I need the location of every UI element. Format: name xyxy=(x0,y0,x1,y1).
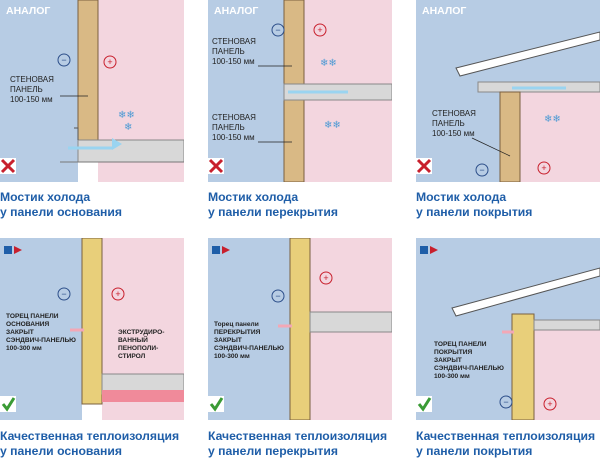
svg-text:АНАЛОГ: АНАЛОГ xyxy=(214,5,258,17)
panel-3-figure: АНАЛОГ СТЕНОВАЯ ПАНЕЛЬ 100-150 мм − + ❄❄ xyxy=(416,0,600,182)
svg-text:100-150 мм: 100-150 мм xyxy=(10,95,53,104)
svg-text:❄: ❄ xyxy=(124,122,132,133)
svg-text:СТЕНОВАЯ: СТЕНОВАЯ xyxy=(432,109,476,118)
svg-text:+: + xyxy=(323,273,328,283)
svg-text:ЭКСТРУДИРО-: ЭКСТРУДИРО- xyxy=(118,329,164,336)
svg-text:ТОРЕЦ ПАНЕЛИ: ТОРЕЦ ПАНЕЛИ xyxy=(434,341,487,348)
svg-text:СТЕНОВАЯ: СТЕНОВАЯ xyxy=(10,75,54,84)
svg-text:ЗАКРЫТ: ЗАКРЫТ xyxy=(6,329,34,336)
panel-2-caption: Мостик холода у панели перекрытия xyxy=(208,190,338,219)
svg-text:СЭНДВИЧ-ПАНЕЛЬЮ: СЭНДВИЧ-ПАНЕЛЬЮ xyxy=(434,365,504,372)
svg-text:ПАНЕЛЬ: ПАНЕЛЬ xyxy=(212,47,245,56)
svg-text:❄❄: ❄❄ xyxy=(324,120,341,131)
svg-text:+: + xyxy=(547,399,552,409)
panel-3-caption: Мостик холода у панели покрытия xyxy=(416,190,533,219)
svg-text:АНАЛОГ: АНАЛОГ xyxy=(422,5,466,17)
svg-text:−: − xyxy=(61,289,66,299)
panel-1-caption: Мостик холода у панели основания xyxy=(0,190,123,219)
svg-text:−: − xyxy=(503,397,508,407)
svg-text:100-150 мм: 100-150 мм xyxy=(432,129,475,138)
svg-text:100-150 мм: 100-150 мм xyxy=(212,133,255,142)
svg-text:ПАНЕЛЬ: ПАНЕЛЬ xyxy=(212,123,245,132)
svg-text:Торец панели: Торец панели xyxy=(214,321,259,328)
logo-icon xyxy=(420,246,438,254)
svg-text:ПОКРЫТИЯ: ПОКРЫТИЯ xyxy=(434,349,473,356)
svg-text:❄❄: ❄❄ xyxy=(544,114,561,125)
svg-text:+: + xyxy=(107,57,112,67)
svg-text:СТЕНОВАЯ: СТЕНОВАЯ xyxy=(212,37,256,46)
svg-text:100-300 мм: 100-300 мм xyxy=(6,345,42,352)
panel-4-caption: Качественная теплоизоляция у панели осно… xyxy=(0,429,180,458)
panel-5-caption: Качественная теплоизоляция у панели пере… xyxy=(208,429,388,458)
svg-text:100-150 мм: 100-150 мм xyxy=(212,57,255,66)
panel-1-figure: АНАЛОГ СТЕНОВАЯ ПАНЕЛЬ 100-150 мм − + ❄❄… xyxy=(0,0,184,182)
svg-text:ПЕНОПОЛИ-: ПЕНОПОЛИ- xyxy=(118,345,158,352)
svg-text:СЭНДВИЧ-ПАНЕЛЬЮ: СЭНДВИЧ-ПАНЕЛЬЮ xyxy=(6,337,76,344)
panel-6-figure: ТОРЕЦ ПАНЕЛИ ПОКРЫТИЯ ЗАКРЫТ СЭНДВИЧ-ПАН… xyxy=(416,238,600,420)
panel-4-figure: ТОРЕЦ ПАНЕЛИ ОСНОВАНИЯ ЗАКРЫТ СЭНДВИЧ-ПА… xyxy=(0,238,184,420)
svg-text:100-300 мм: 100-300 мм xyxy=(214,353,250,360)
svg-text:ПАНЕЛЬ: ПАНЕЛЬ xyxy=(10,85,43,94)
panel-2-figure: АНАЛОГ СТЕНОВАЯ ПАНЕЛЬ 100-150 мм СТЕНОВ… xyxy=(208,0,392,182)
svg-text:СЭНДВИЧ-ПАНЕЛЬЮ: СЭНДВИЧ-ПАНЕЛЬЮ xyxy=(214,345,284,352)
svg-text:ЗАКРЫТ: ЗАКРЫТ xyxy=(434,357,462,364)
svg-text:+: + xyxy=(541,163,546,173)
logo-icon xyxy=(4,246,22,254)
svg-text:ОСНОВАНИЯ: ОСНОВАНИЯ xyxy=(6,321,49,328)
svg-text:ПАНЕЛЬ: ПАНЕЛЬ xyxy=(432,119,465,128)
svg-text:❄❄: ❄❄ xyxy=(118,110,135,121)
svg-text:−: − xyxy=(479,165,484,175)
svg-text:ВАННЫЙ: ВАННЫЙ xyxy=(118,335,148,344)
panel-6-caption: Качественная теплоизоляция у панели покр… xyxy=(416,429,596,458)
svg-text:ТОРЕЦ ПАНЕЛИ: ТОРЕЦ ПАНЕЛИ xyxy=(6,313,59,320)
svg-text:−: − xyxy=(275,291,280,301)
svg-text:−: − xyxy=(275,25,280,35)
svg-text:❄❄: ❄❄ xyxy=(320,58,337,69)
svg-text:ПЕРЕКРЫТИЯ: ПЕРЕКРЫТИЯ xyxy=(214,329,261,336)
svg-text:СТЕНОВАЯ: СТЕНОВАЯ xyxy=(212,113,256,122)
svg-text:ЗАКРЫТ: ЗАКРЫТ xyxy=(214,337,242,344)
svg-text:−: − xyxy=(61,55,66,65)
svg-text:СТИРОЛ: СТИРОЛ xyxy=(118,353,146,360)
analog-badge: АНАЛОГ xyxy=(6,5,50,17)
panel-5-figure: Торец панели ПЕРЕКРЫТИЯ ЗАКРЫТ СЭНДВИЧ-П… xyxy=(208,238,392,420)
svg-text:100-300 мм: 100-300 мм xyxy=(434,373,470,380)
svg-text:+: + xyxy=(115,289,120,299)
svg-text:+: + xyxy=(317,25,322,35)
logo-icon xyxy=(212,246,230,254)
